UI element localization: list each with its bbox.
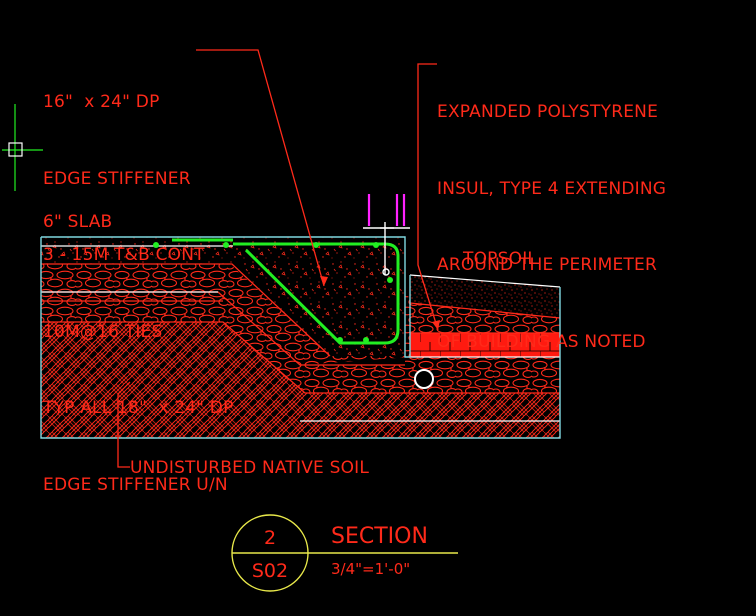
- note-line: 3 - 15M T&B CONT: [43, 245, 205, 265]
- leader-arrow-1: [320, 276, 328, 286]
- note-line: EXPANDED POLYSTYRENE: [437, 102, 659, 122]
- wall-studs: [367, 194, 406, 226]
- leader-arrow-2: [432, 320, 440, 330]
- eps-insulation: [410, 333, 560, 357]
- concrete-slab: [41, 237, 405, 356]
- section-scale: 3/4"=1'-0": [331, 560, 411, 578]
- detail-number: 2: [263, 527, 277, 549]
- section-outline: [40, 236, 561, 439]
- anchor-bolt: [363, 222, 410, 276]
- crosshair-pickbox-icon: [2, 104, 43, 191]
- sheet-number: S02: [251, 560, 289, 582]
- note-line: 10M@16 TIES: [43, 321, 163, 342]
- note-line: EDGE STIFFENER: [43, 168, 191, 189]
- note-line: INSUL, TYPE 4 EXTENDING: [437, 178, 667, 199]
- layer-lines-white: [41, 245, 561, 422]
- native-soil: [41, 322, 560, 438]
- note-line: AROUND THE PERIMETER: [437, 255, 657, 275]
- slab-label: 6" SLAB: [43, 212, 113, 232]
- native-soil-label: UNDISTURBED NATIVE SOIL: [130, 458, 370, 478]
- insulation-note: EXPANDED POLYSTYRENE INSUL, TYPE 4 EXTEN…: [437, 49, 666, 381]
- gravel-layer-lower: [41, 292, 560, 393]
- rebar-cage: [172, 238, 400, 345]
- note-line: OF BUILDING AS NOTED: [437, 331, 646, 352]
- note-line: TYP ALL 18" x 24" DP: [43, 398, 234, 418]
- title-bubble: [231, 514, 458, 592]
- note-line: EDGE STIFFENER U/N: [43, 474, 228, 495]
- topsoil-label: TOPSOIL: [463, 249, 538, 269]
- edge-stiffener-note: 16" x 24" DP EDGE STIFFENER 3 - 15M T&B …: [43, 39, 234, 524]
- drain-pipe-icon: [414, 369, 434, 389]
- section-title: SECTION: [331, 524, 428, 549]
- layer-lines: [41, 263, 561, 394]
- topsoil: [410, 275, 560, 318]
- gravel-under-slab: [41, 264, 560, 365]
- note-line: 16" x 24" DP: [43, 92, 160, 112]
- rebar-dots: [153, 242, 393, 343]
- leader-lines: [117, 49, 439, 468]
